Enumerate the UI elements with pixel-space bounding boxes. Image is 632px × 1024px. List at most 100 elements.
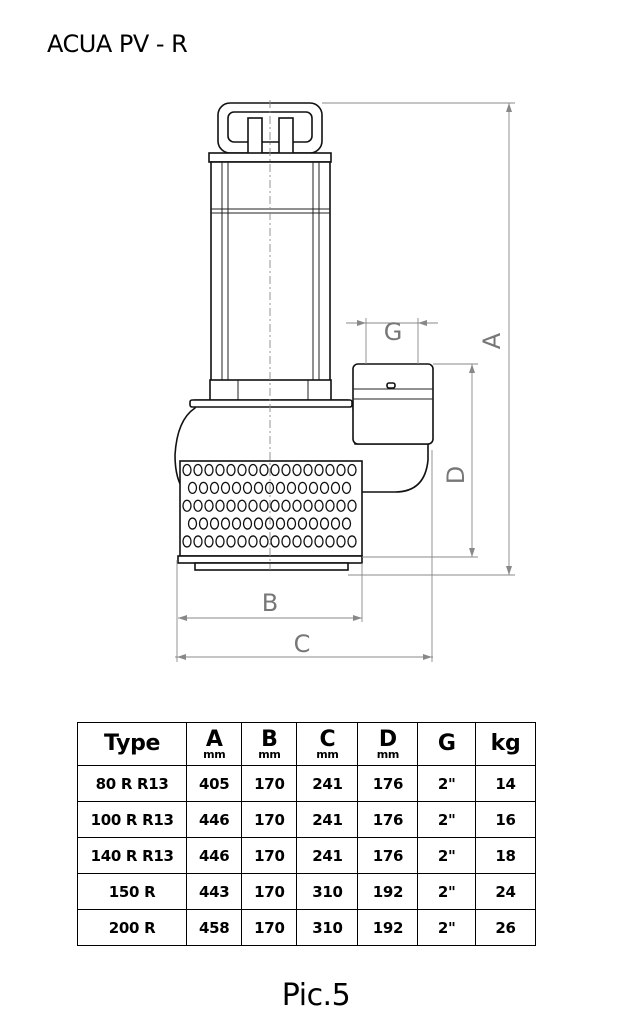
strainer-hole (248, 499, 258, 512)
strainer-hole (253, 481, 264, 495)
page-title: ACUA PV - R (47, 30, 188, 58)
strainer-hole (264, 517, 275, 530)
header-label: kg (490, 731, 521, 756)
strainer-holes (182, 463, 357, 548)
strainer-hole (204, 463, 214, 477)
table-cell: 2" (417, 873, 476, 910)
table-cell: 14 (475, 765, 536, 802)
strainer-hole (270, 499, 280, 512)
table-cell: 443 (186, 873, 243, 910)
strainer-hole (242, 517, 253, 530)
strainer-hole (226, 499, 236, 512)
strainer-hole (215, 499, 225, 512)
column-header-kg: kg (475, 722, 536, 766)
table-cell: 405 (186, 765, 243, 802)
dimension-g: G (346, 318, 438, 364)
table-cell: 241 (296, 765, 359, 802)
strainer-hole (270, 535, 280, 548)
column-header-g: G (417, 722, 476, 766)
pump-drawing: A D G B C (174, 100, 515, 662)
table-cell: 18 (475, 837, 536, 874)
table-cell: 446 (186, 837, 243, 874)
strainer-hole (242, 481, 253, 495)
table-cell: 176 (357, 837, 419, 874)
table-cell: 16 (475, 801, 536, 838)
strainer-hole (204, 499, 214, 512)
strainer-hole (193, 463, 203, 477)
table-cell: 140 R R13 (76, 837, 188, 874)
strainer-hole (231, 517, 242, 530)
table-cell: 2" (417, 909, 476, 946)
strainer-hole (182, 499, 192, 512)
strainer-hole (226, 463, 236, 477)
strainer-hole (182, 463, 192, 477)
strainer-hole (336, 463, 346, 477)
header-label: B (261, 726, 278, 752)
svg-text:D: D (442, 466, 470, 484)
strainer-hole (330, 517, 341, 530)
table-cell: 241 (296, 801, 359, 838)
strainer-hole (297, 517, 308, 530)
table-cell: 100 R R13 (76, 801, 188, 838)
strainer-hole (193, 499, 203, 512)
strainer-hole (292, 463, 302, 477)
strainer-hole (231, 481, 242, 495)
strainer-hole (286, 517, 297, 530)
dimension-b: B (178, 563, 363, 622)
header-unit: mm (203, 747, 226, 761)
table-cell: 170 (241, 909, 298, 946)
strainer-hole (336, 499, 346, 512)
strainer-hole (220, 481, 231, 495)
strainer-hole (270, 463, 280, 477)
strainer-hole (281, 499, 291, 512)
strainer-hole (215, 535, 225, 548)
table-cell: 2" (417, 801, 476, 838)
strainer-hole (336, 535, 346, 548)
column-header-type: Type (76, 722, 188, 766)
strainer-hole (182, 535, 192, 548)
table-cell: 170 (241, 801, 298, 838)
strainer-hole (308, 481, 319, 495)
table-cell: 2" (417, 765, 476, 802)
svg-text:C: C (294, 630, 311, 658)
strainer-hole (204, 535, 214, 548)
strainer-hole (209, 481, 220, 495)
table-cell: 176 (357, 801, 419, 838)
strainer-hole (248, 535, 258, 548)
strainer-hole (314, 499, 324, 512)
strainer-hole (319, 481, 330, 495)
table-cell: 241 (296, 837, 359, 874)
strainer-hole (264, 481, 275, 495)
strainer-hole (319, 517, 330, 530)
strainer-hole (341, 517, 352, 530)
strainer-hole (259, 499, 269, 512)
table-cell: 170 (241, 873, 298, 910)
dimension-c: C (175, 450, 433, 662)
table-cell: 310 (296, 873, 359, 910)
dimension-d: D (362, 363, 478, 558)
dimension-a: A (322, 102, 515, 576)
strainer-hole (325, 499, 335, 512)
strainer-hole (341, 481, 352, 495)
strainer-hole (286, 481, 297, 495)
strainer-hole (325, 463, 335, 477)
strainer-hole (209, 517, 220, 530)
strainer-hole (303, 499, 313, 512)
pump-motor-body (210, 161, 331, 403)
strainer-hole (187, 481, 198, 495)
strainer-hole (308, 517, 319, 530)
table-cell: 80 R R13 (76, 765, 188, 802)
strainer-hole (314, 535, 324, 548)
strainer-hole (248, 463, 258, 477)
strainer-hole (292, 499, 302, 512)
strainer-hole (314, 463, 324, 477)
table-cell: 150 R (76, 873, 188, 910)
table-cell: 2" (417, 837, 476, 874)
